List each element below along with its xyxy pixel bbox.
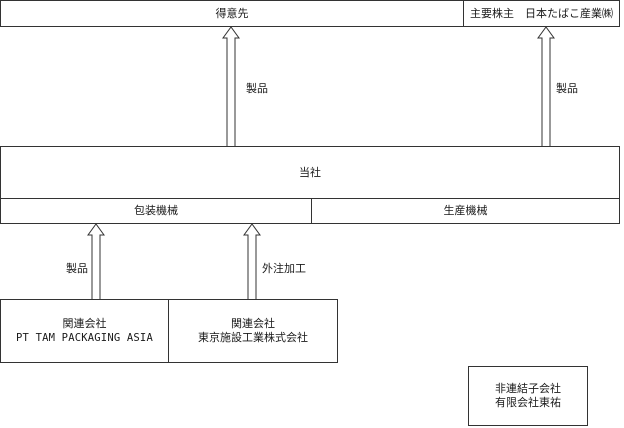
affiliate-tokyo-type: 関連会社 [231,317,275,330]
segment-packaging-box: 包装機械 [0,198,312,224]
label-outsourced-processing: 外注加工 [262,262,306,275]
arrow-outsourced-processing [243,223,261,299]
label-products-affiliate: 製品 [66,262,88,275]
arrow-products-from-affiliate [87,223,105,299]
major-shareholder-box: 主要株主 日本たばこ産業㈱ [463,0,620,27]
arrow-products-to-shareholder [537,26,555,146]
segment-production-label: 生産機械 [443,204,488,217]
affiliate-tokyo-name: 東京施設工業株式会社 [198,331,308,344]
company-label: 当社 [299,165,321,179]
nonconsolidated-type: 非連結子会社 [495,382,561,395]
company-box: 当社 [0,146,620,199]
label-products-shareholder: 製品 [556,82,578,95]
affiliate-pt-tam-name: PT TAM PACKAGING ASIA [16,332,153,344]
major-shareholder-label: 主要株主 日本たばこ産業㈱ [470,6,613,20]
customer-label: 得意先 [215,6,249,20]
nonconsolidated-subsidiary-box: 非連結子会社 有限会社東祐 [468,366,588,426]
affiliate-pt-tam-type: 関連会社 [62,317,107,330]
segment-packaging-label: 包装機械 [134,204,178,217]
affiliate-tokyo-box: 関連会社 東京施設工業株式会社 [168,299,338,363]
customer-box: 得意先 [0,0,464,27]
nonconsolidated-name: 有限会社東祐 [495,396,561,409]
segment-production-box: 生産機械 [311,198,620,224]
affiliate-pt-tam-box: 関連会社 PT TAM PACKAGING ASIA [0,299,169,363]
arrow-products-to-customer [222,26,240,146]
label-products-customer: 製品 [246,82,268,95]
